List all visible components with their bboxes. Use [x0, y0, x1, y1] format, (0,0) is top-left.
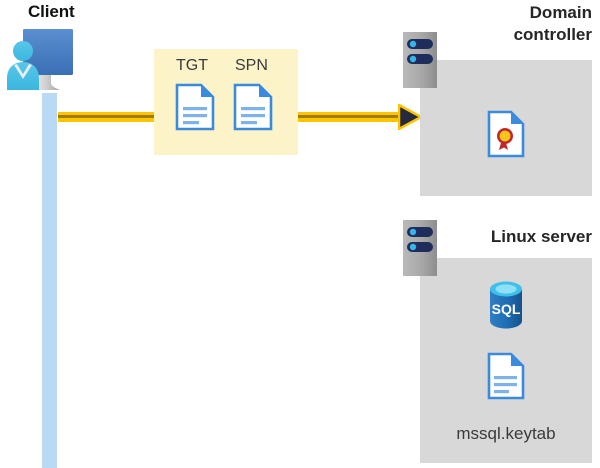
domain-controller-title: Domain controller	[513, 3, 592, 44]
linux-server-title: Linux server	[490, 227, 592, 246]
message-token-box: TGT SPN	[154, 49, 298, 155]
svg-text:SQL: SQL	[492, 301, 521, 317]
keytab-document-icon	[487, 352, 525, 400]
tgt-label: TGT	[176, 57, 208, 74]
domain-controller-server-rack-icon	[403, 32, 437, 88]
certificate-document-icon	[487, 110, 525, 158]
client-lifeline	[42, 93, 57, 468]
tgt-document-icon	[175, 83, 215, 131]
linux-server-rack-icon	[403, 220, 437, 276]
spn-label: SPN	[235, 57, 268, 74]
sql-database-icon: SQL	[484, 280, 528, 330]
right-arrow-icon	[397, 102, 424, 132]
spn-document-icon	[233, 83, 273, 131]
client-label: Client	[28, 2, 75, 21]
keytab-filename-label: mssql.keytab	[456, 424, 556, 443]
client-workstation-icon	[6, 28, 90, 96]
